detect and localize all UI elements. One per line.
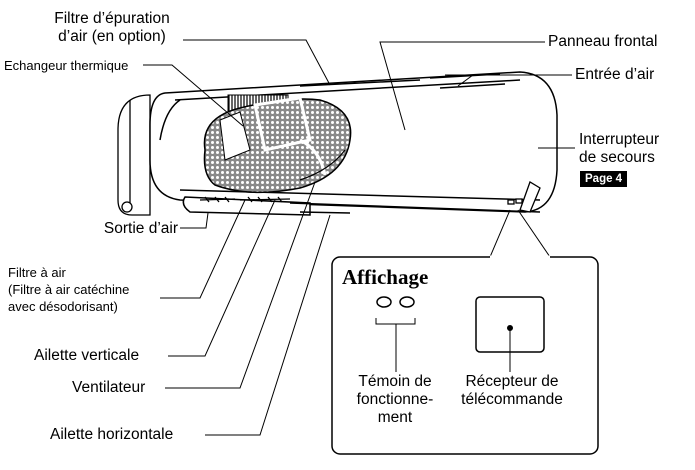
label-filtre-air: Filtre à air (Filtre à air catéchine ave…	[8, 264, 129, 315]
label-entree: Entrée d’air	[575, 66, 655, 83]
label-line: avec désodorisant)	[8, 299, 118, 314]
label-recepteur: Récepteur de télécommande	[452, 373, 572, 409]
page-ref-badge: Page 4	[580, 171, 628, 187]
label-line: Récepteur de	[465, 373, 559, 390]
unit-right-side	[507, 181, 541, 213]
label-sortie: Sortie d’air	[103, 220, 178, 237]
label-interrupteur: Interrupteur de secours	[579, 131, 659, 167]
unit-back-plate	[117, 94, 151, 216]
label-line: Filtre à air	[8, 265, 66, 280]
label-line: ment	[377, 409, 413, 426]
operation-lamp-2	[399, 296, 415, 308]
label-echangeur: Echangeur thermique	[4, 58, 129, 73]
display-callout-box	[331, 255, 599, 455]
label-ailette-verticale: Ailette verticale	[34, 347, 140, 364]
label-temoin: Témoin de fonctionne- ment	[340, 373, 450, 427]
label-line: Interrupteur	[579, 131, 660, 148]
label-ventilateur: Ventilateur	[72, 379, 146, 396]
vertical-louvres	[199, 196, 291, 203]
operation-lamp-1	[376, 296, 392, 308]
label-line: télécommande	[461, 391, 563, 408]
label-ailette-horizontale: Ailette horizontale	[50, 426, 174, 443]
label-line: Témoin de	[358, 373, 432, 390]
label-line: (Filtre à air catéchine	[8, 282, 130, 297]
label-line: de secours	[579, 149, 655, 166]
leader-lines	[143, 39, 575, 436]
label-line: fonctionne-	[356, 391, 434, 408]
label-line: Filtre d’épuration	[54, 10, 170, 27]
display-title: Affichage	[342, 265, 429, 289]
label-panneau: Panneau frontal	[548, 33, 658, 50]
label-line: d’air (en option)	[58, 28, 166, 45]
label-filtre-epuration: Filtre d’épuration d’air (en option)	[32, 10, 192, 46]
